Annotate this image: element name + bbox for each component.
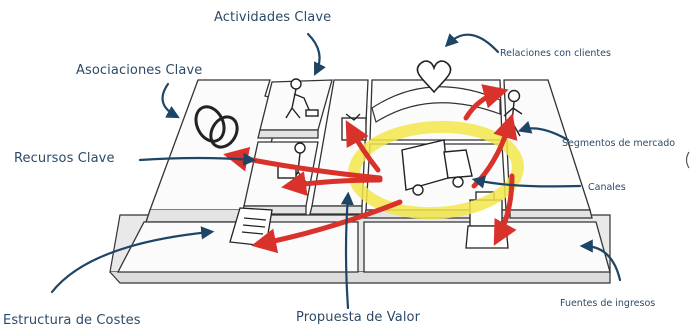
chain-links-icon: [194, 105, 239, 149]
worker-figure-icon: [285, 78, 319, 119]
label-propuesta-valor: Propuesta de Valor: [296, 310, 421, 325]
label-asociaciones-clave: Asociaciones Clave: [76, 63, 203, 78]
label-actividades-clave: Actividades Clave: [214, 10, 332, 25]
label-canales: Canales: [588, 182, 626, 193]
heart-icon: [416, 60, 452, 94]
label-segmentos-mercado: Segmentos de mercado: [562, 138, 676, 149]
label-estructura-costes: Estructura de Costes: [3, 313, 141, 328]
label-recursos-clave: Recursos Clave: [14, 151, 115, 166]
label-pointer-arrows: [50, 32, 622, 310]
edge-mark: [685, 151, 690, 169]
label-relaciones-clientes: Relaciones con clientes: [500, 48, 611, 59]
label-fuentes-ingresos: Fuentes de ingresos: [560, 298, 656, 309]
